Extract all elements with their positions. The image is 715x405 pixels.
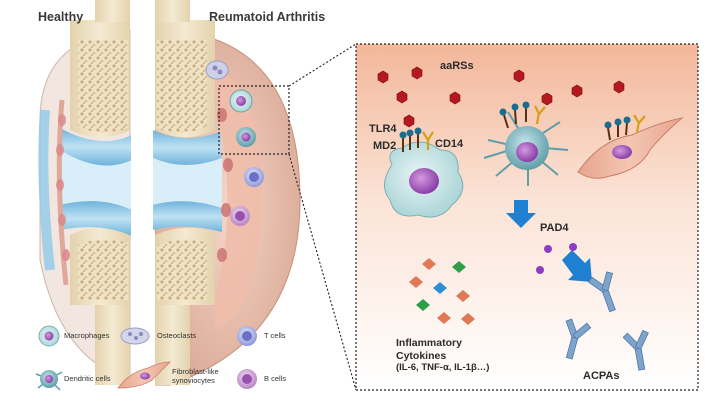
legend-label-b-cells: B cells bbox=[264, 374, 287, 383]
mechanism-panel bbox=[355, 43, 699, 391]
down-arrow-icon bbox=[506, 200, 536, 228]
heading-ra: Reumatoid Arthritis bbox=[209, 10, 326, 24]
ra-b-cell bbox=[230, 206, 250, 226]
zoom-region bbox=[218, 85, 290, 155]
legend-fibroblast-icon bbox=[117, 361, 171, 389]
ra-macrophage bbox=[229, 89, 253, 113]
legend-osteoclast-icon bbox=[120, 327, 150, 345]
legend bbox=[35, 325, 257, 391]
legend-dendritic-icon bbox=[35, 370, 63, 391]
label-tlr4: TLR4 bbox=[369, 123, 397, 135]
label-pad4: PAD4 bbox=[540, 222, 569, 234]
label-cytokines: Inflammatory Cytokines (IL-6, TNF-α, IL-… bbox=[396, 337, 489, 375]
joint-illustration bbox=[38, 0, 357, 400]
panel-dendritic-cell bbox=[483, 101, 569, 186]
legend-b-cell-icon bbox=[237, 369, 257, 389]
ra-dendritic-cell bbox=[236, 127, 256, 147]
panel-fibroblast bbox=[577, 114, 684, 179]
ra-joint bbox=[153, 0, 264, 385]
cartilage bbox=[60, 128, 132, 166]
aars-particles bbox=[377, 66, 625, 128]
cytokines-line2: Cytokines bbox=[396, 349, 447, 362]
pad4-molecules bbox=[536, 243, 577, 274]
acpa-antibodies bbox=[565, 271, 649, 371]
cytokine-particles bbox=[409, 258, 475, 325]
legend-label-dendritic: Dendritic cells bbox=[64, 374, 111, 383]
legend-label-t-cells: T cells bbox=[264, 331, 286, 340]
legend-fibroblast-line2: synoviocytes bbox=[172, 375, 215, 385]
ra-osteoclast bbox=[205, 60, 229, 80]
label-acpas: ACPAs bbox=[583, 370, 620, 382]
label-aarss: aaRSs bbox=[440, 60, 474, 72]
healthy-joint bbox=[38, 0, 132, 385]
label-cd14: CD14 bbox=[435, 138, 464, 150]
ra-t-cell bbox=[244, 167, 264, 187]
diagonal-arrow-icon bbox=[562, 250, 592, 282]
legend-label-macrophages: Macrophages bbox=[64, 331, 110, 340]
heading-healthy: Healthy bbox=[38, 10, 84, 24]
legend-label-osteoclasts: Osteoclasts bbox=[157, 331, 197, 340]
cytokines-line1: Inflammatory bbox=[396, 337, 462, 349]
panel-macrophage bbox=[384, 127, 464, 218]
cytokines-line3: (IL-6, TNF-α, IL-1β…) bbox=[396, 362, 490, 373]
label-md2: MD2 bbox=[373, 140, 397, 152]
legend-t-cell-icon bbox=[237, 326, 257, 346]
legend-fibroblast-line1: Fibroblast-like bbox=[172, 367, 219, 376]
legend-macrophage-icon bbox=[38, 325, 60, 347]
legend-label-fibroblast: Fibroblast-like synoviocytes bbox=[172, 367, 219, 385]
